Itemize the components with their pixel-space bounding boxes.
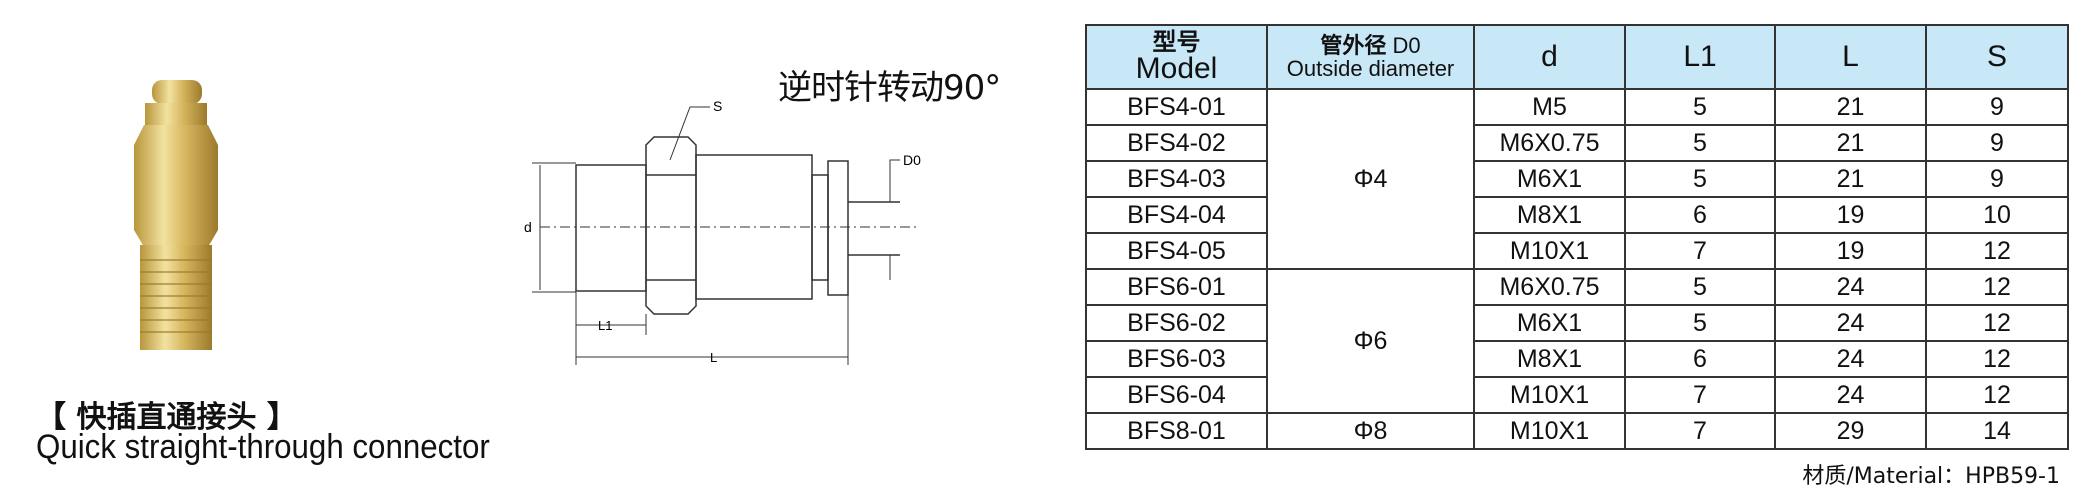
cell-l1: 6 — [1624, 196, 1776, 234]
cell-model: BFS6-03 — [1085, 340, 1268, 378]
cell-s: 12 — [1925, 376, 2069, 414]
cell-l1: 7 — [1624, 376, 1776, 414]
cell-l: 24 — [1774, 268, 1927, 306]
label-s: S — [713, 98, 722, 114]
cell-l1: 5 — [1624, 268, 1776, 306]
cell-d: M8X1 — [1473, 196, 1626, 234]
cell-l: 21 — [1774, 124, 1927, 162]
cell-d: M5 — [1473, 88, 1626, 126]
cell-l: 24 — [1774, 340, 1927, 378]
cell-l: 24 — [1774, 376, 1927, 414]
cell-l1: 7 — [1624, 412, 1776, 450]
rotation-note: 逆时针转动90° — [778, 68, 1001, 108]
cell-s: 10 — [1925, 196, 2069, 234]
cell-s: 9 — [1925, 124, 2069, 162]
cell-s: 12 — [1925, 268, 2069, 306]
cell-model: BFS6-01 — [1085, 268, 1268, 306]
connector-photo — [134, 80, 218, 350]
product-title-en: Quick straight-through connector — [36, 428, 490, 466]
cell-d: M10X1 — [1473, 376, 1626, 414]
cell-d: M10X1 — [1473, 412, 1626, 450]
cell-l1: 6 — [1624, 340, 1776, 378]
cell-model: BFS4-05 — [1085, 232, 1268, 270]
cell-model: BFS4-02 — [1085, 124, 1268, 162]
cell-s: 14 — [1925, 412, 2069, 450]
header-l: L — [1774, 24, 1927, 90]
cell-l1: 5 — [1624, 160, 1776, 198]
cell-model: BFS4-04 — [1085, 196, 1268, 234]
cell-d: M6X0.75 — [1473, 268, 1626, 306]
cell-s: 12 — [1925, 340, 2069, 378]
cell-d: M10X1 — [1473, 232, 1626, 270]
cell-l1: 5 — [1624, 304, 1776, 342]
cell-model: BFS6-04 — [1085, 376, 1268, 414]
cell-model: BFS4-01 — [1085, 88, 1268, 126]
label-d: d — [524, 219, 532, 235]
header-d: d — [1473, 24, 1626, 90]
cell-l1: 5 — [1624, 88, 1776, 126]
cell-l1: 5 — [1624, 124, 1776, 162]
cell-d0: Φ8 — [1266, 412, 1475, 450]
cell-l: 29 — [1774, 412, 1927, 450]
cell-l1: 7 — [1624, 232, 1776, 270]
cell-l: 21 — [1774, 88, 1927, 126]
label-l: L — [710, 350, 717, 365]
material-note: 材质/Material：HPB59-1 — [1802, 464, 2060, 489]
cell-s: 9 — [1925, 88, 2069, 126]
label-d0: D0 — [903, 152, 921, 168]
cell-l: 24 — [1774, 304, 1927, 342]
cell-model: BFS8-01 — [1085, 412, 1268, 450]
label-l1: L1 — [598, 318, 612, 333]
cell-d: M8X1 — [1473, 340, 1626, 378]
technical-drawing: S D0 d L1 L — [524, 98, 921, 365]
cell-s: 12 — [1925, 304, 2069, 342]
cell-s: 9 — [1925, 160, 2069, 198]
cell-model: BFS6-02 — [1085, 304, 1268, 342]
cell-d: M6X1 — [1473, 160, 1626, 198]
cell-s: 12 — [1925, 232, 2069, 270]
cell-l: 19 — [1774, 232, 1927, 270]
header-s: S — [1925, 24, 2069, 90]
cell-d0: Φ4 — [1266, 88, 1475, 270]
product-title-cn: 【 快插直通接头 】 — [36, 400, 297, 435]
cell-d: M6X1 — [1473, 304, 1626, 342]
cell-d0: Φ6 — [1266, 268, 1475, 414]
cell-l: 21 — [1774, 160, 1927, 198]
header-l1: L1 — [1624, 24, 1776, 90]
cell-model: BFS4-03 — [1085, 160, 1268, 198]
cell-d: M6X0.75 — [1473, 124, 1626, 162]
cell-l: 19 — [1774, 196, 1927, 234]
